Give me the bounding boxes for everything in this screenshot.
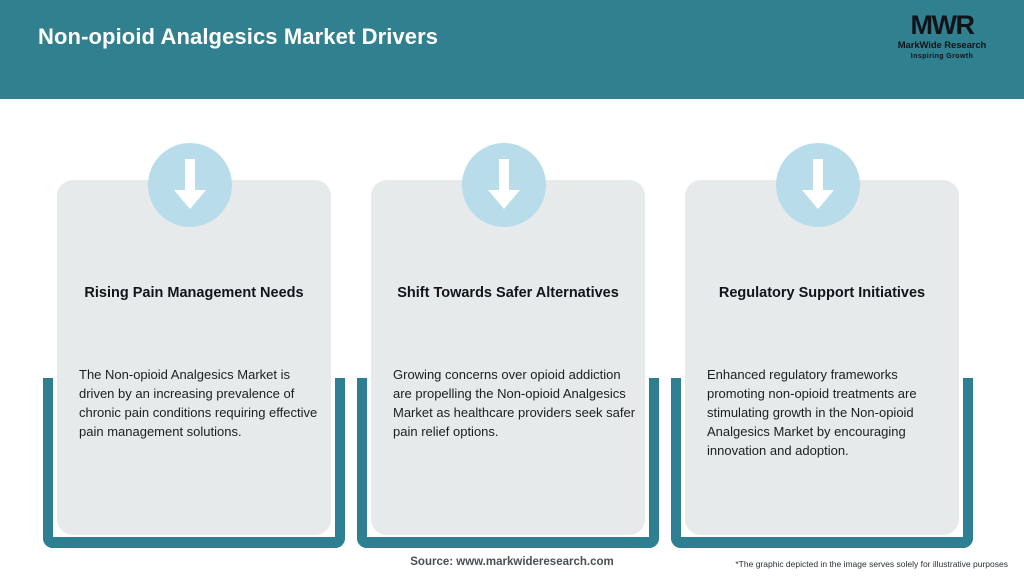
arrow-down-icon xyxy=(776,143,860,227)
card-accent-frame xyxy=(671,378,973,548)
card-surface: Regulatory Support Initiatives Enhanced … xyxy=(685,180,959,535)
card-title: Rising Pain Management Needs xyxy=(84,285,304,301)
driver-card[interactable]: Shift Towards Safer Alternatives Growing… xyxy=(357,143,659,549)
source-label: Source: www.markwideresearch.com xyxy=(410,556,614,568)
header-bar xyxy=(0,0,1024,99)
card-title: Shift Towards Safer Alternatives xyxy=(397,285,619,301)
page-title: Non-opioid Analgesics Market Drivers xyxy=(38,24,439,49)
logo-mark-icon: MWR xyxy=(910,10,975,40)
card-surface: Rising Pain Management Needs The Non-opi… xyxy=(57,180,331,535)
arrow-down-icon xyxy=(462,143,546,227)
card-surface: Shift Towards Safer Alternatives Growing… xyxy=(371,180,645,535)
card-accent-frame xyxy=(357,378,659,548)
disclaimer-note: *The graphic depicted in the image serve… xyxy=(735,559,1008,569)
logo: MWR MarkWide Research Inspiring Growth xyxy=(882,10,1002,68)
card-body-text: Enhanced regulatory frameworks promoting… xyxy=(707,367,917,458)
logo-company-name: MarkWide Research xyxy=(897,40,987,51)
arrow-down-icon xyxy=(148,143,232,227)
card-title: Regulatory Support Initiatives xyxy=(718,285,926,301)
card-body-text: The Non-opioid Analgesics Market is driv… xyxy=(79,367,318,439)
driver-card[interactable]: Regulatory Support Initiatives Enhanced … xyxy=(671,143,973,549)
card-accent-frame xyxy=(43,378,345,548)
card-body-text: Growing concerns over opioid addiction a… xyxy=(393,367,636,439)
logo-tagline: Inspiring Growth xyxy=(910,53,974,60)
driver-card[interactable]: Rising Pain Management Needs The Non-opi… xyxy=(43,143,345,549)
